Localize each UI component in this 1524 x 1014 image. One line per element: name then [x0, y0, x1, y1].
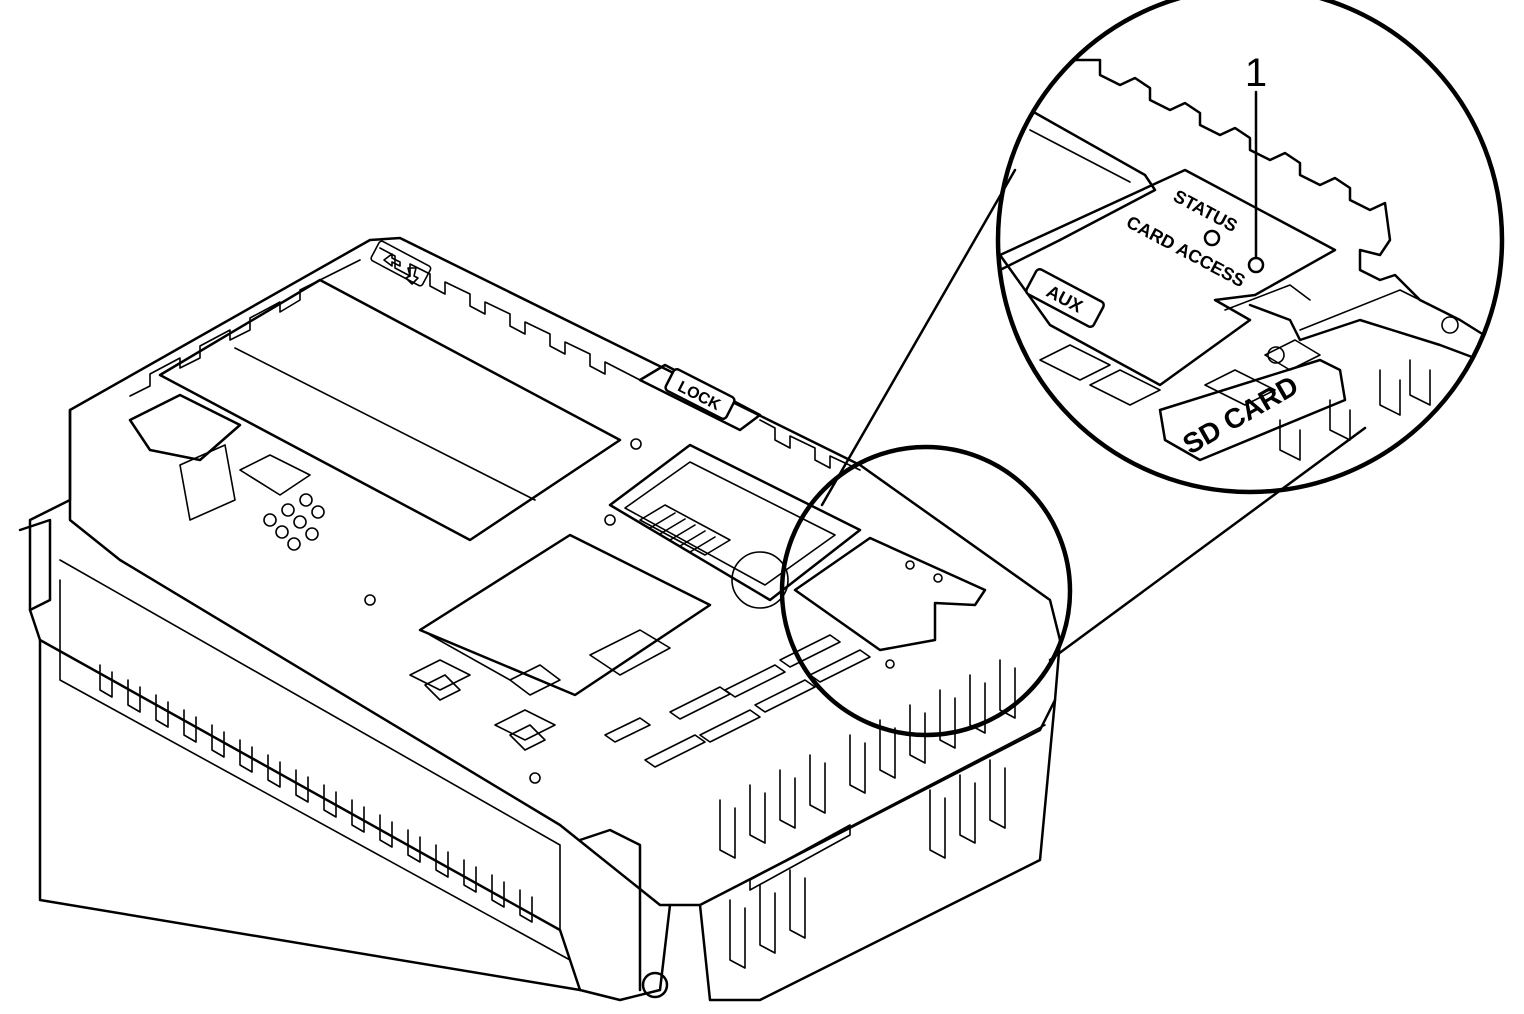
callout-1: 1	[1245, 51, 1267, 260]
detail-circle-outline	[995, 0, 1505, 495]
leader-line-top	[820, 168, 1017, 507]
indicator-holes	[263, 493, 325, 551]
mounting-holes	[364, 438, 895, 784]
zoom-source-circle	[779, 444, 1073, 738]
arrow-icons	[370, 240, 432, 287]
card-access-led	[1247, 256, 1265, 274]
sd-card-label: SD CARD	[1178, 370, 1304, 461]
vent-slots	[409, 634, 871, 768]
leader-line-bottom	[1048, 426, 1367, 662]
callout-number: 1	[1245, 51, 1267, 95]
terminal-block	[639, 504, 731, 556]
device-body: LOCK	[18, 236, 1062, 1002]
status-led	[1203, 229, 1221, 247]
